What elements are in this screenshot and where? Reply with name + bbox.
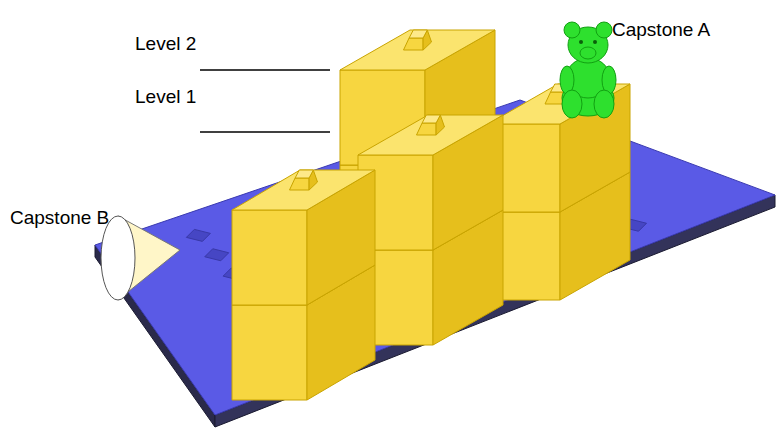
capstone-label: Capstone A: [612, 20, 710, 41]
level-line: [200, 69, 330, 71]
bear-eye: [593, 40, 597, 44]
block-side: [560, 84, 630, 212]
block-top: [358, 115, 503, 155]
block-stud: [404, 38, 424, 50]
level-label: Level 2: [135, 34, 196, 55]
plate-stud: [205, 249, 229, 261]
bear: [596, 22, 612, 38]
bear: [594, 90, 614, 118]
capstone-label: Capstone B: [10, 208, 109, 229]
bear-eye: [579, 40, 583, 44]
bear: [580, 47, 596, 59]
block-stud: [295, 170, 313, 178]
block-top: [340, 30, 495, 70]
level-label: Level 1: [135, 87, 196, 108]
model: [95, 22, 775, 427]
block-stud: [409, 30, 427, 38]
block-top: [232, 170, 375, 210]
bear: [564, 22, 580, 38]
block-stud: [290, 178, 310, 190]
block-stud: [422, 115, 440, 123]
plate-edge: [215, 195, 775, 427]
bear: [562, 90, 582, 118]
cone-opening: [101, 216, 135, 300]
base-plate: [95, 100, 775, 415]
block-front: [232, 210, 307, 305]
block-front: [232, 305, 307, 400]
plate-stud: [186, 229, 210, 241]
block-stud: [417, 123, 437, 135]
level-line: [200, 131, 330, 133]
